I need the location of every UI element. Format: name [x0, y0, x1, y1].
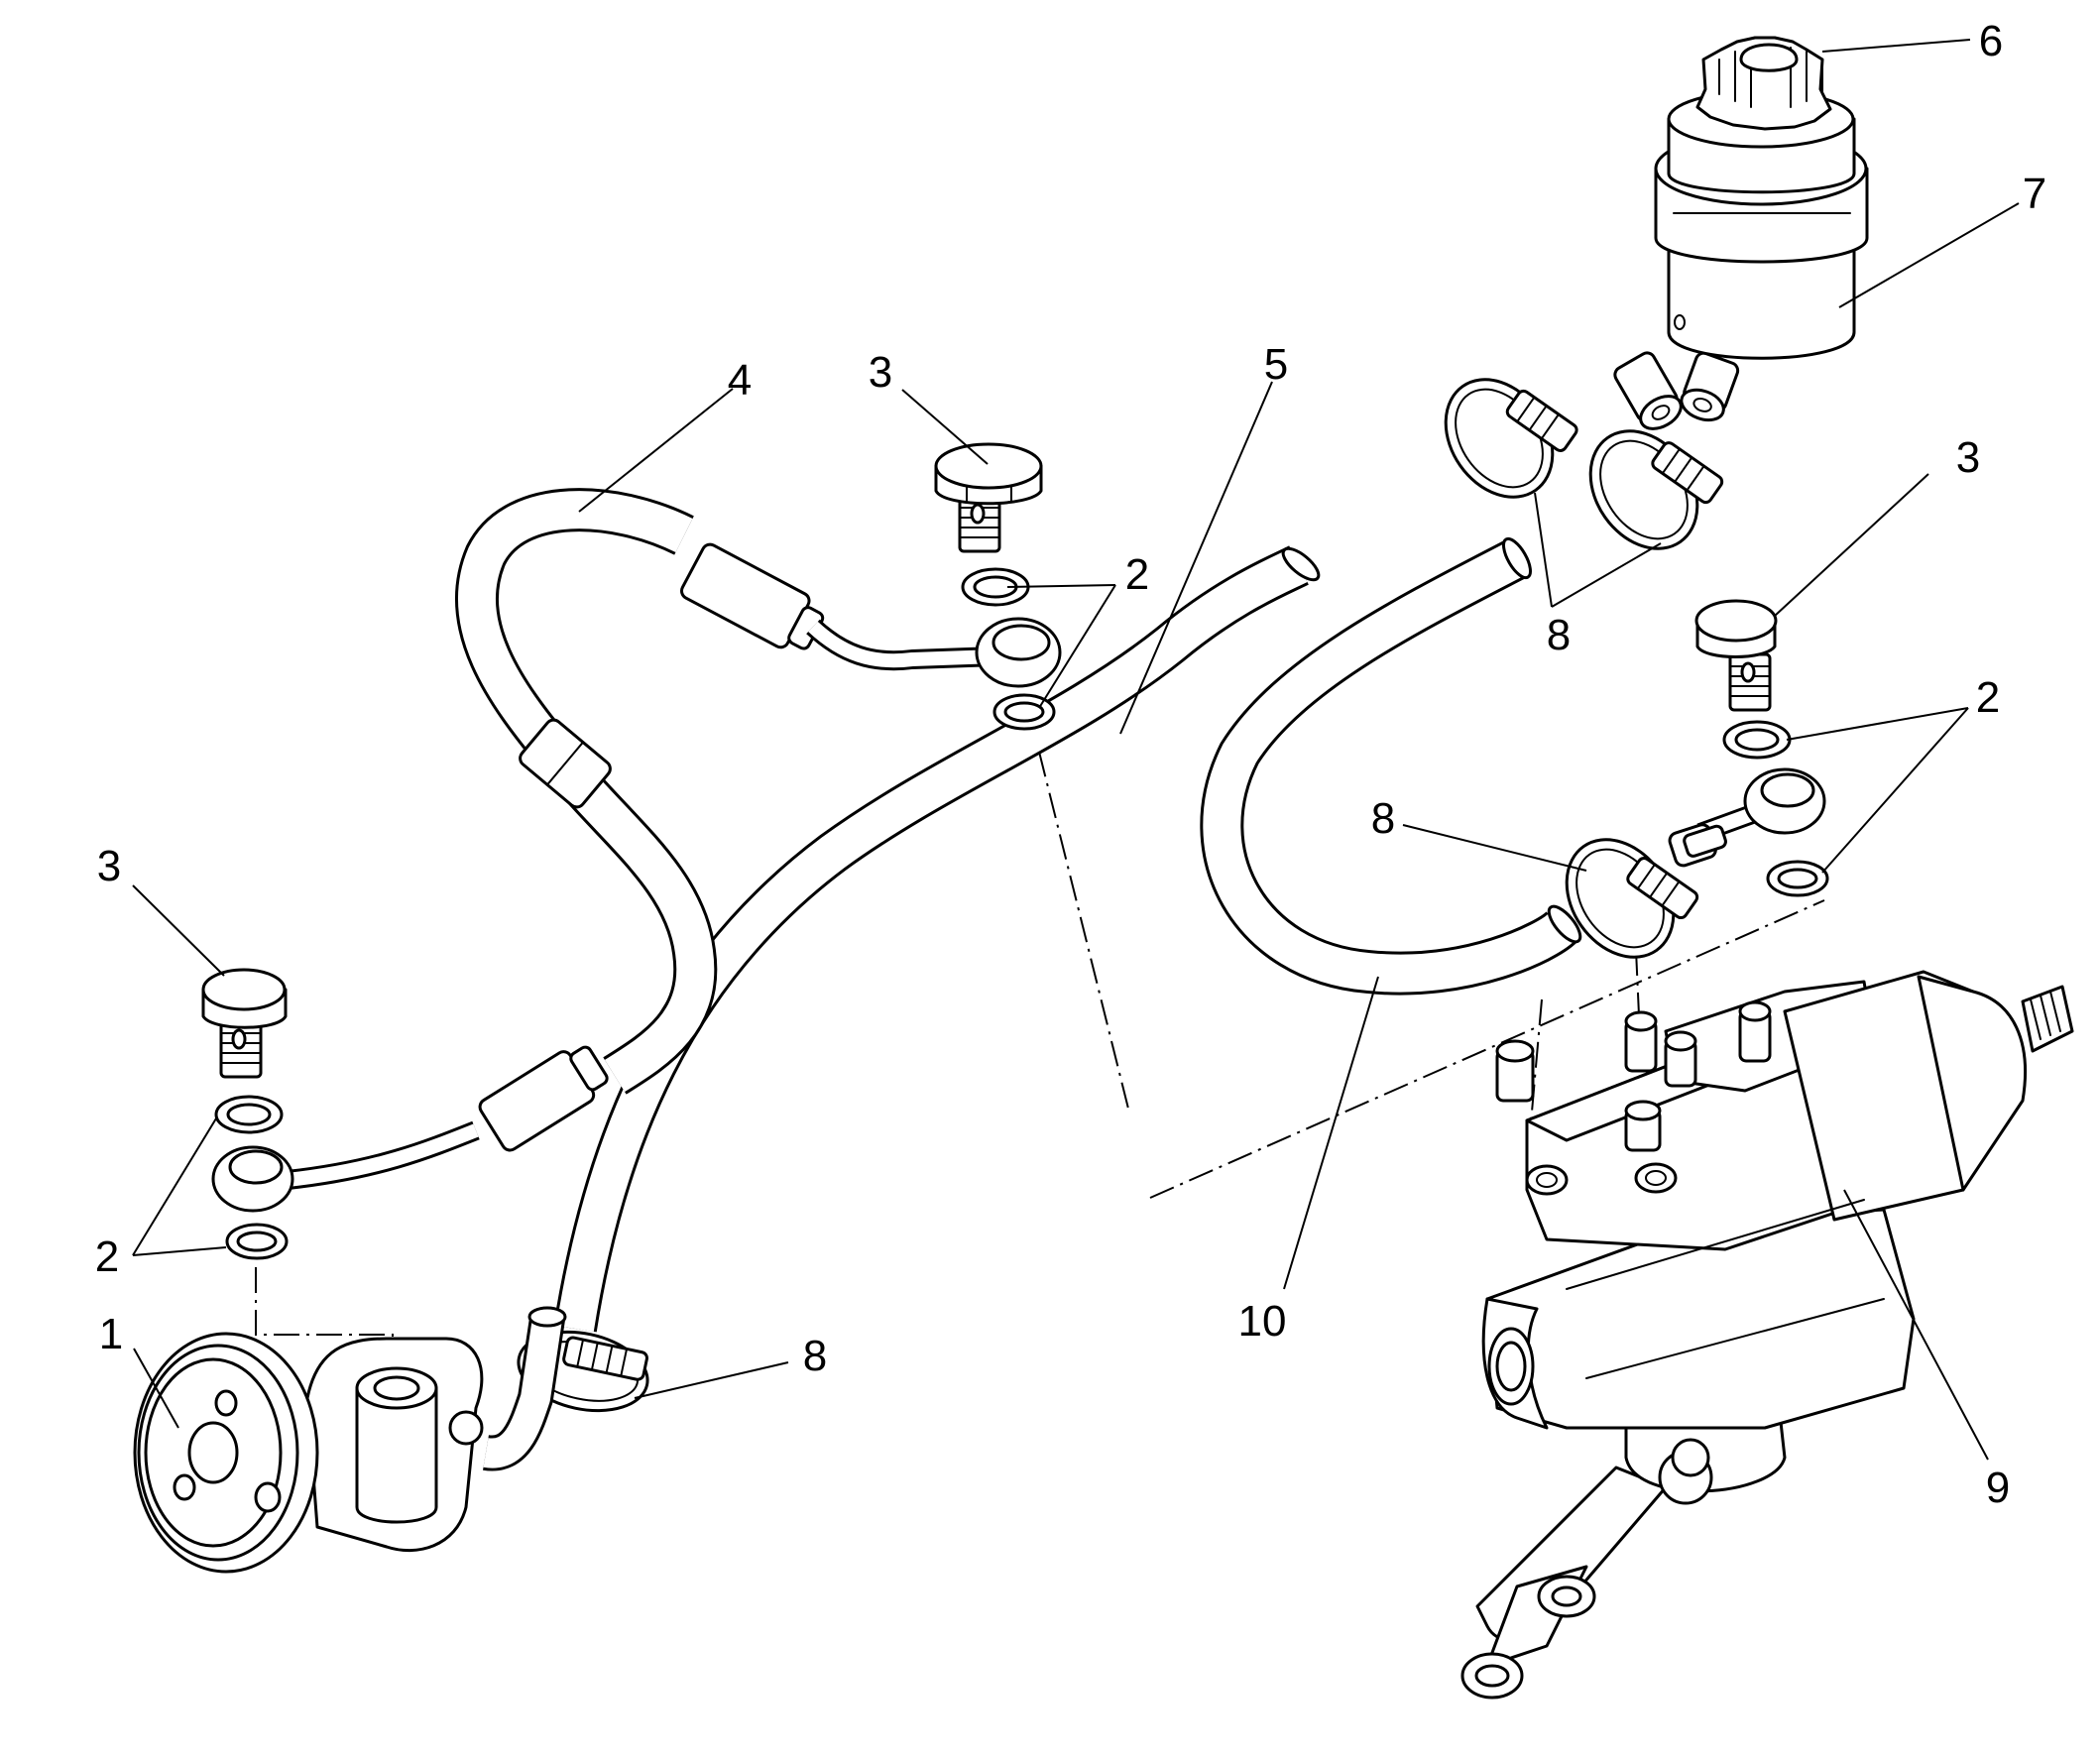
callout-3-right: 3 — [1956, 433, 1980, 482]
callout-8-bottom: 8 — [803, 1332, 827, 1380]
washer — [1722, 720, 1792, 760]
callout-5: 5 — [1264, 340, 1288, 389]
washer — [225, 1223, 289, 1260]
banjo-fitting-left — [211, 1145, 294, 1213]
callout-2-left: 2 — [95, 1233, 119, 1281]
hose-4-pipes — [286, 619, 997, 1190]
callout-8-top: 8 — [1547, 611, 1571, 659]
hose-clamp-upper-right — [1588, 429, 1724, 550]
banjo-fitting-center — [975, 617, 1062, 688]
banjo-bolt-right — [1694, 599, 1778, 712]
hose-clamp-upper-left — [1444, 378, 1578, 499]
banjo-bolt-center — [934, 442, 1043, 553]
banjo-fitting-right — [1668, 767, 1826, 868]
callout-3-center: 3 — [869, 348, 892, 397]
fluid-reservoir — [1613, 89, 1869, 430]
callout-8-mid: 8 — [1371, 794, 1395, 843]
callout-6: 6 — [1979, 17, 2003, 65]
callout-2-center: 2 — [1125, 550, 1149, 599]
washer — [1766, 860, 1829, 897]
leader-lines — [132, 39, 2020, 1461]
callout-2-right: 2 — [1976, 673, 2000, 722]
callout-9: 9 — [1986, 1464, 2010, 1512]
callout-4: 4 — [728, 356, 752, 405]
hose-clamp-middle — [1565, 838, 1699, 959]
hose-4 — [455, 488, 825, 1152]
washer — [992, 693, 1056, 731]
callout-1: 1 — [99, 1310, 123, 1358]
hose-5 — [553, 545, 1321, 1333]
callout-7: 7 — [2023, 170, 2046, 218]
callout-labels: 1 2 2 2 3 3 3 4 5 6 7 8 8 8 9 10 — [95, 17, 2046, 1512]
washer — [214, 1095, 284, 1134]
callout-3-left: 3 — [97, 842, 121, 890]
reservoir-cap — [1695, 36, 1832, 131]
banjo-bolt-left — [201, 968, 288, 1079]
washer — [961, 567, 1030, 607]
steering-gearbox — [1460, 970, 2074, 1700]
gear-port-bosses — [1495, 1000, 1772, 1196]
callout-10: 10 — [1238, 1297, 1287, 1346]
hose-10 — [1200, 536, 1582, 996]
power-steering-pump — [133, 1306, 567, 1574]
